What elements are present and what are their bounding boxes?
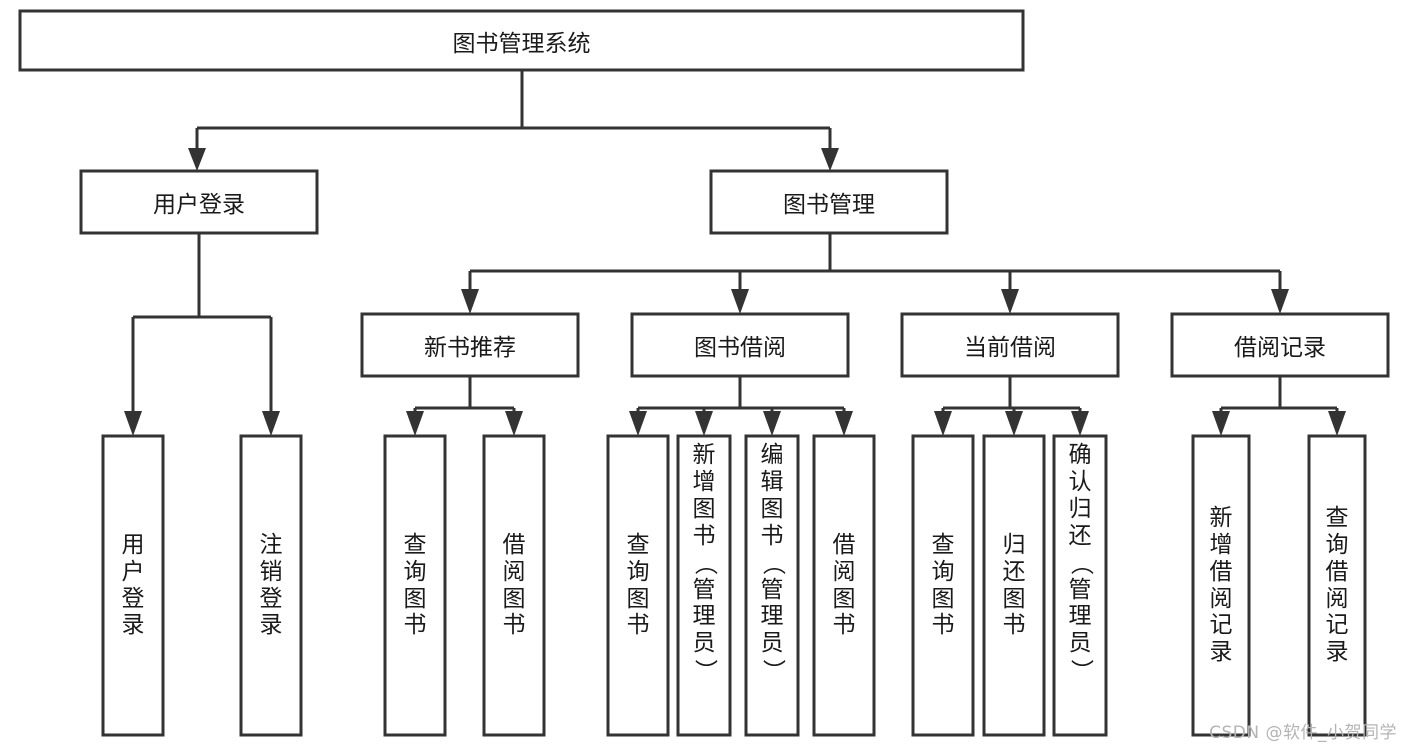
leaf-query-book-3[interactable] xyxy=(911,434,975,737)
arrow-head-icon xyxy=(1005,411,1023,436)
leaf-add-borrow-record[interactable] xyxy=(1191,434,1251,737)
leaf-confirm-return-admin[interactable] xyxy=(1052,434,1108,737)
arrow-head-icon xyxy=(1001,289,1019,314)
leaf-add-book-admin[interactable] xyxy=(676,434,732,737)
arrow-head-icon xyxy=(629,411,647,436)
leaf-edit-book-admin[interactable] xyxy=(744,434,800,737)
arrow-head-icon xyxy=(406,411,424,436)
arrow-head-icon xyxy=(835,411,853,436)
arrow-head-icon xyxy=(505,411,523,436)
arrow-head-icon xyxy=(1212,411,1230,436)
connector-layer xyxy=(124,70,1346,436)
leaf-return-book[interactable] xyxy=(982,434,1046,737)
leaf-borrow-book-1[interactable] xyxy=(482,434,546,737)
node-root-book-mgmt-system[interactable] xyxy=(18,9,1025,72)
arrow-head-icon xyxy=(1071,411,1089,436)
node-book-management[interactable] xyxy=(709,169,949,235)
leaf-logout-login[interactable] xyxy=(239,434,303,737)
node-new-book-recommend[interactable] xyxy=(360,312,580,378)
leaf-query-book-1[interactable] xyxy=(383,434,447,737)
arrow-head-icon xyxy=(1271,289,1289,314)
arrow-head-icon xyxy=(262,411,280,436)
arrow-head-icon xyxy=(188,148,206,171)
node-current-borrow[interactable] xyxy=(900,312,1120,378)
leaf-borrow-book-2[interactable] xyxy=(812,434,876,737)
node-user-login[interactable] xyxy=(79,169,319,235)
leaf-query-book-2[interactable] xyxy=(606,434,670,737)
arrow-head-icon xyxy=(695,411,713,436)
arrow-head-icon xyxy=(124,411,142,436)
node-book-borrow[interactable] xyxy=(630,312,850,378)
arrow-head-icon xyxy=(821,148,839,171)
arrow-head-icon xyxy=(1328,411,1346,436)
leaf-user-login[interactable] xyxy=(101,434,165,737)
arrow-head-icon xyxy=(731,289,749,314)
node-box-layer xyxy=(18,9,1390,737)
arrow-head-icon xyxy=(763,411,781,436)
arrow-head-icon xyxy=(934,411,952,436)
leaf-query-borrow-record[interactable] xyxy=(1307,434,1367,737)
node-borrow-record[interactable] xyxy=(1170,312,1390,378)
watermark-csdn: CSDN @软件_小贺同学 xyxy=(1209,723,1397,743)
arrow-head-icon xyxy=(461,289,479,314)
